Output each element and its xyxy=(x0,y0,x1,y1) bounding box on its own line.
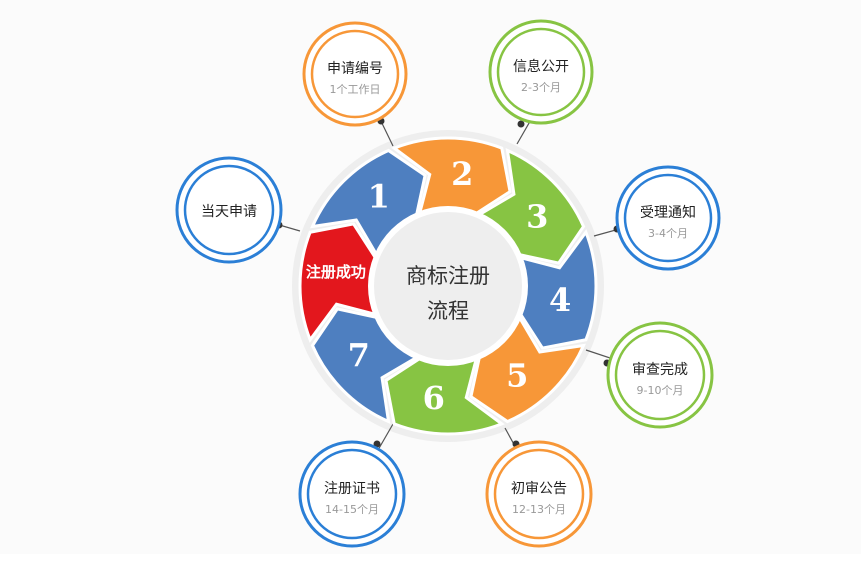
step-bubble-6: 初审公告 12-13个月 xyxy=(485,440,593,548)
step-4-title: 受理通知 xyxy=(640,204,696,221)
wheel-segment-number-5: 5 xyxy=(506,356,528,394)
step-4-subtitle: 3-4个月 xyxy=(648,227,688,240)
center-title-line1: 商标注册 xyxy=(406,264,490,288)
step-5-title: 审查完成 xyxy=(632,362,688,378)
step-3-title: 信息公开 xyxy=(513,58,569,75)
bottom-band xyxy=(0,554,861,577)
wheel-segment-label-success: 注册成功 xyxy=(306,263,366,281)
step-5-subtitle: 9-10个月 xyxy=(637,384,684,397)
step-6-subtitle: 12-13个月 xyxy=(512,503,566,516)
wheel-segment-number-7: 7 xyxy=(348,336,370,374)
center-disc xyxy=(374,212,522,360)
wheel-segment-number-1: 1 xyxy=(368,178,390,216)
step-1-title: 当天申请 xyxy=(201,204,257,220)
wheel-segment-number-4: 4 xyxy=(549,281,571,319)
wheel-segment-number-3: 3 xyxy=(526,198,548,236)
wheel-segment-number-2: 2 xyxy=(451,155,473,193)
step-bubble-2: 申请编号 1个工作日 xyxy=(302,21,408,127)
step-bubble-5: 审查完成 9-10个月 xyxy=(606,321,714,429)
step-bubble-1: 当天申请 xyxy=(175,156,283,264)
step-6-title: 初审公告 xyxy=(511,480,567,497)
step-2-subtitle: 1个工作日 xyxy=(330,83,381,96)
step-7-title: 注册证书 xyxy=(324,481,380,497)
connector-dot-3 xyxy=(517,120,525,128)
step-7-subtitle: 14-15个月 xyxy=(325,503,379,516)
step-bubble-4: 受理通知 3-4个月 xyxy=(615,165,721,271)
center-title-line2: 流程 xyxy=(427,299,469,323)
step-bubble-3: 信息公开 2-3个月 xyxy=(488,19,594,125)
step-bubble-7: 注册证书 14-15个月 xyxy=(298,440,406,548)
connector-dot-7 xyxy=(373,440,381,448)
step-2-title: 申请编号 xyxy=(327,61,383,77)
wheel-segment-number-6: 6 xyxy=(423,379,445,417)
step-3-subtitle: 2-3个月 xyxy=(521,81,561,94)
